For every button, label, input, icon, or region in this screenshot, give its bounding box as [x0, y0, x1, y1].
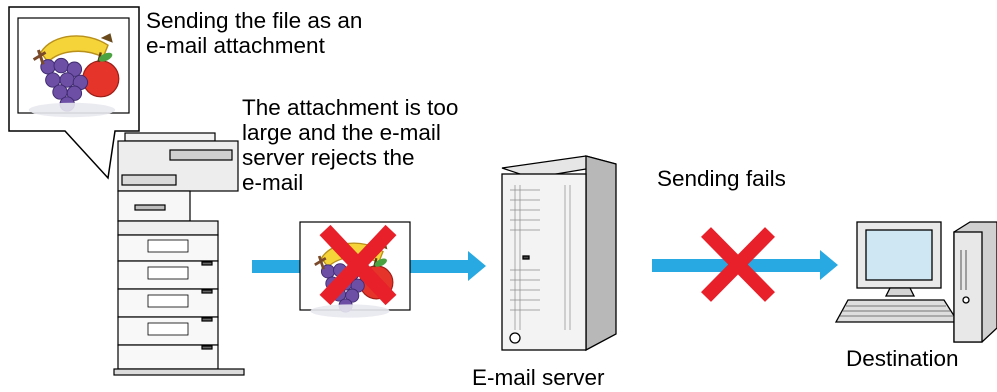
destination-label: Destination [846, 346, 959, 371]
red-x-icon [701, 227, 775, 302]
sending-file-line-2: e-mail attachment [146, 33, 325, 58]
desktop-computer-icon [834, 221, 997, 343]
attachment-rejected-line-4: e-mail [242, 170, 304, 195]
fruit-image-icon [17, 17, 130, 119]
server-tower-icon [501, 155, 617, 352]
mfp-printer-icon [113, 132, 245, 376]
attachment-rejected-line-2: large and the e-mail [242, 120, 441, 145]
attachment-rejected-line-1: The attachment is too [242, 95, 459, 120]
red-x-icon [319, 224, 397, 306]
sending-file-label: Sending the file as an e-mail attachment [146, 8, 362, 58]
sending-fails-label: Sending fails [657, 166, 786, 191]
sending-file-line-1: Sending the file as an [146, 8, 363, 33]
attachment-rejected-line-3: server rejects the [242, 145, 415, 170]
attachment-rejected-label: The attachment is too large and the e-ma… [242, 95, 458, 195]
email-server-label: E-mail server [472, 365, 605, 390]
